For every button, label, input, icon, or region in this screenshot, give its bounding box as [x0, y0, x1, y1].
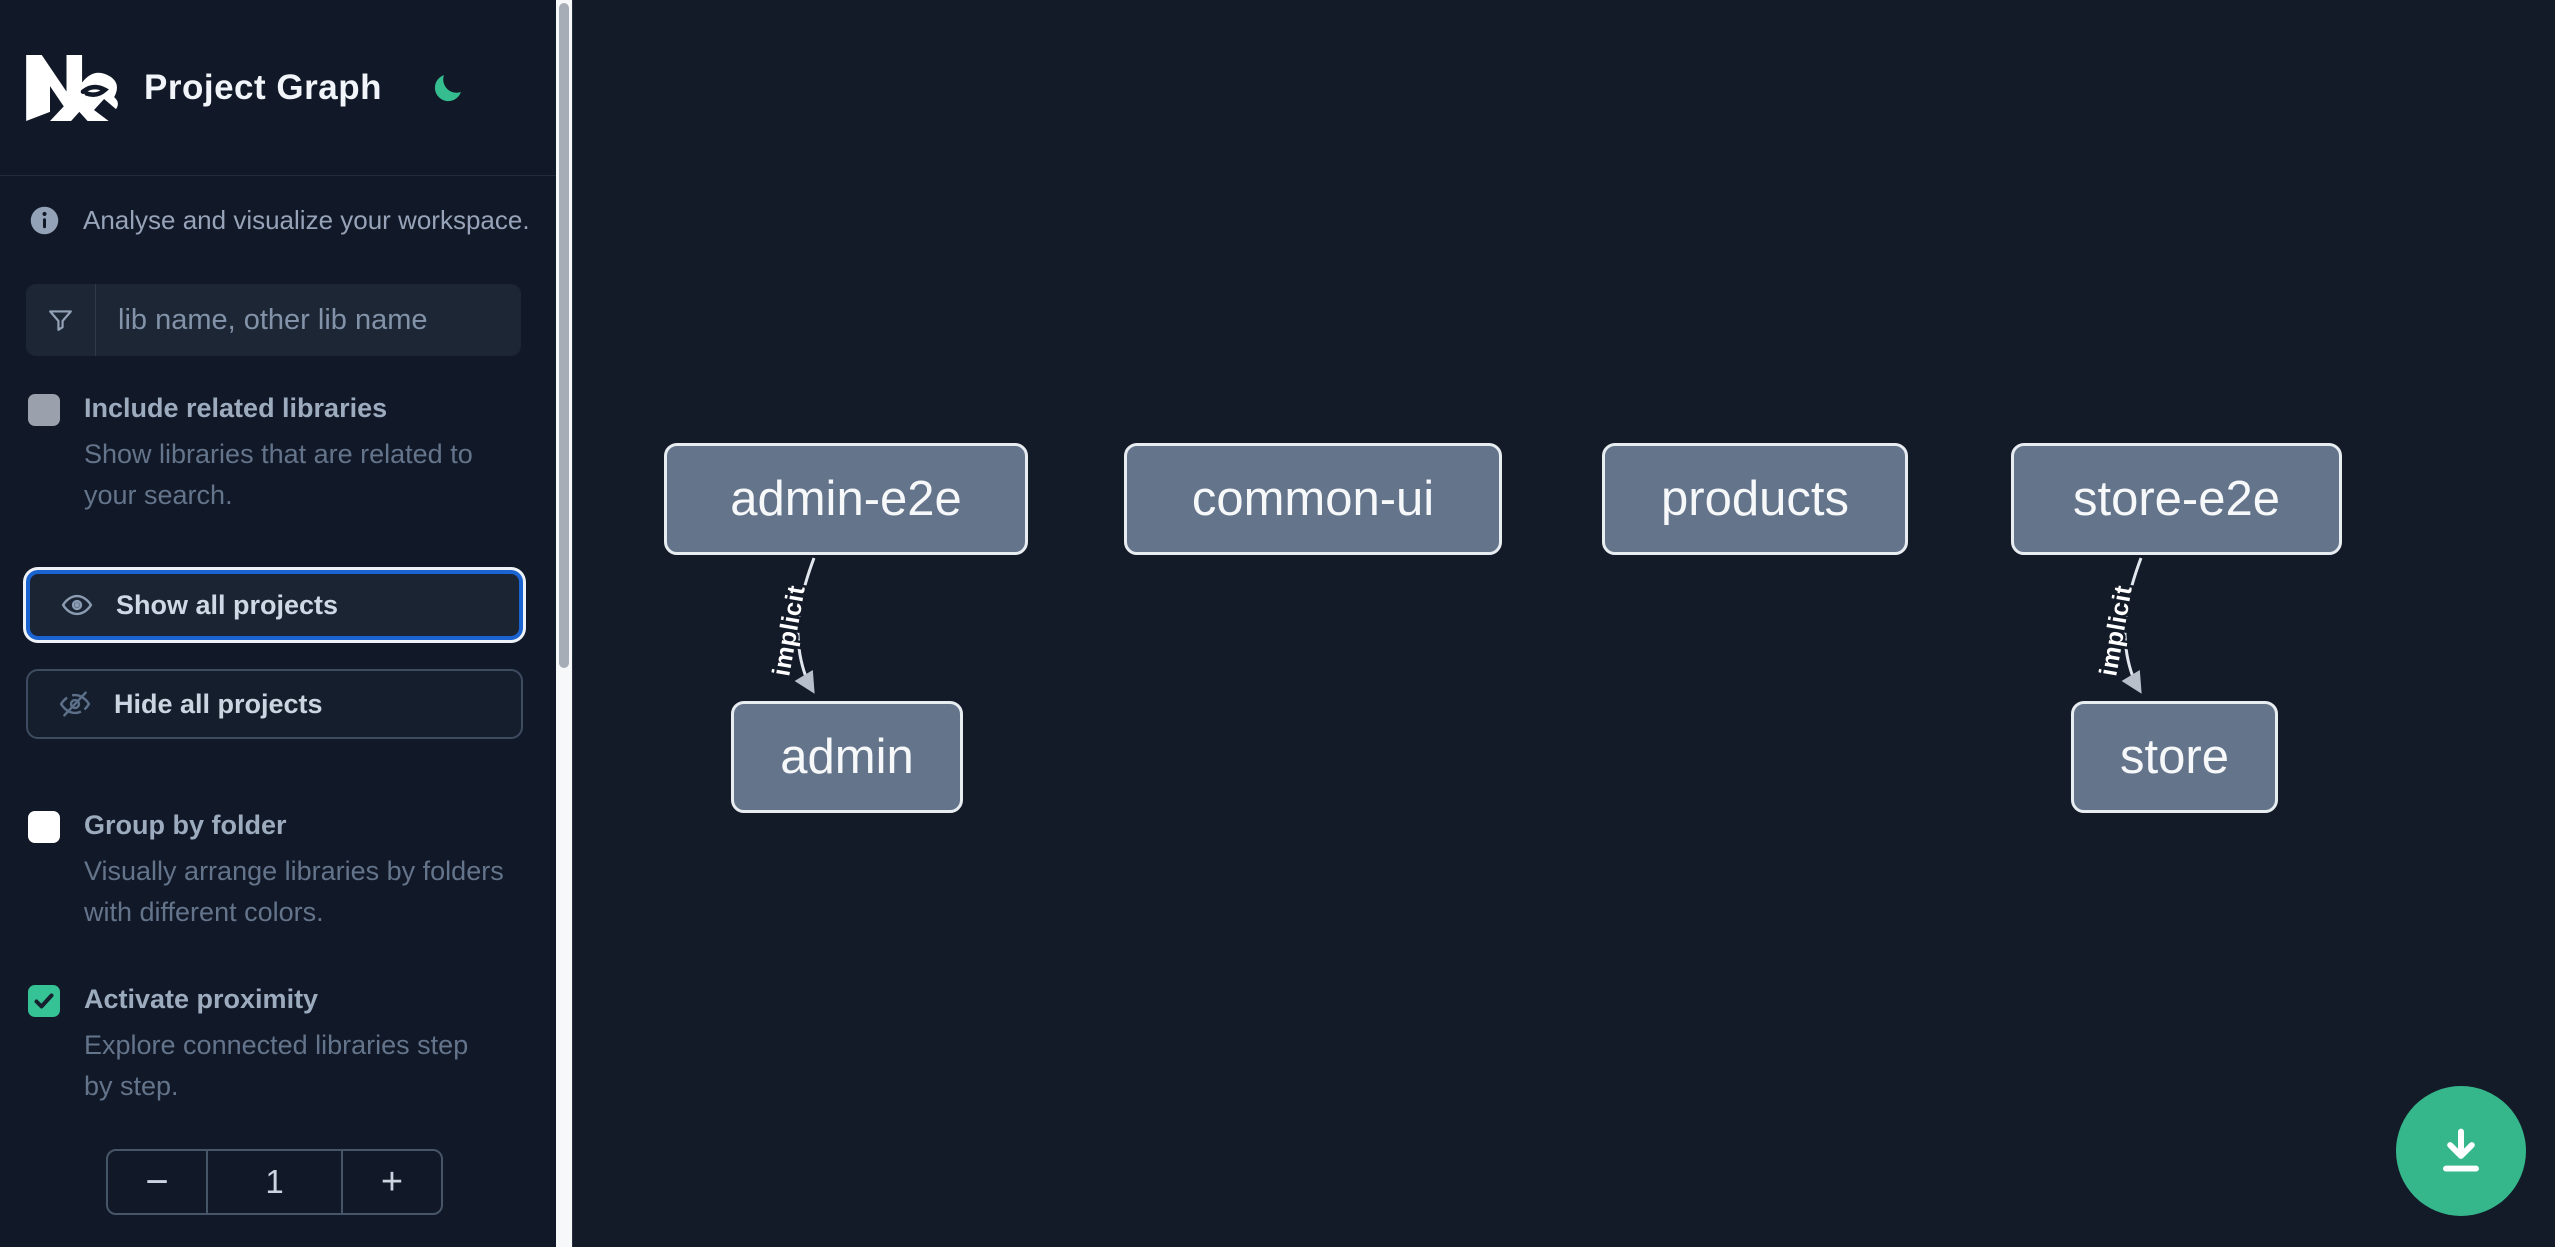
- edge-label-implicit: implicit: [2094, 583, 2137, 678]
- download-icon: [2443, 1128, 2479, 1172]
- activate-proximity-checkbox[interactable]: [28, 985, 60, 1017]
- show-all-projects-label: Show all projects: [116, 589, 339, 620]
- show-all-projects-button[interactable]: Show all projects: [26, 570, 523, 640]
- funnel-icon: [26, 284, 96, 356]
- sidebar-scrollbar-track: [556, 0, 572, 1247]
- group-by-folder-label[interactable]: Group by folder: [84, 810, 287, 840]
- sidebar-header: Project Graph: [0, 0, 556, 176]
- edge-store-e2e-to-store: [2121, 557, 2143, 694]
- option-include-related: Include related libraries Show libraries…: [0, 392, 556, 516]
- sidebar: Project Graph Analyse and visualize your…: [0, 0, 556, 1247]
- graph-node-store-e2e[interactable]: store-e2e: [2011, 443, 2342, 555]
- theme-toggle-button[interactable]: [428, 68, 468, 108]
- moon-icon: [434, 74, 461, 101]
- activate-proximity-label[interactable]: Activate proximity: [84, 984, 319, 1014]
- download-graph-button[interactable]: [2396, 1086, 2526, 1216]
- depth-value[interactable]: 1: [265, 1163, 284, 1200]
- workspace-tagline: Analyse and visualize your workspace.: [0, 176, 556, 237]
- include-related-description: Show libraries that are related to your …: [84, 439, 473, 510]
- hide-all-projects-label: Hide all projects: [114, 688, 323, 719]
- include-related-checkbox[interactable]: [28, 394, 60, 426]
- activate-proximity-description: Explore connected libraries step by step…: [84, 1030, 469, 1101]
- group-by-folder-checkbox[interactable]: [28, 811, 60, 843]
- tagline-text: Analyse and visualize your workspace.: [83, 205, 530, 235]
- nx-logo: [26, 54, 118, 121]
- edge-admin-e2e-to-admin: [794, 557, 816, 694]
- graph-node-store[interactable]: store: [2071, 701, 2278, 813]
- graph-node-admin-e2e[interactable]: admin-e2e: [664, 443, 1028, 555]
- page-title: Project Graph: [144, 67, 382, 107]
- eye-off-icon: [59, 691, 91, 717]
- info-icon: [30, 206, 59, 235]
- option-group-by-folder: Group by folder Visually arrange librari…: [0, 809, 556, 933]
- graph-node-admin[interactable]: admin: [731, 701, 963, 813]
- hide-all-projects-button[interactable]: Hide all projects: [26, 669, 523, 739]
- increment-button[interactable]: +: [341, 1151, 441, 1213]
- filter-search-box: [26, 284, 521, 356]
- eye-icon: [61, 594, 93, 616]
- include-related-label[interactable]: Include related libraries: [84, 393, 388, 423]
- project-graph-canvas[interactable]: implicit implicit admin-e2e common-ui pr…: [572, 0, 2555, 1247]
- graph-node-products[interactable]: products: [1602, 443, 1908, 555]
- group-by-folder-description: Visually arrange libraries by folders wi…: [84, 856, 504, 927]
- graph-node-common-ui[interactable]: common-ui: [1124, 443, 1502, 555]
- graph-edges: implicit implicit: [765, 557, 2143, 694]
- proximity-depth-stepper: − 1 +: [106, 1149, 443, 1215]
- option-activate-proximity: Activate proximity Explore connected lib…: [0, 983, 556, 1107]
- search-input[interactable]: [96, 284, 521, 356]
- decrement-button[interactable]: −: [108, 1151, 208, 1213]
- sidebar-scrollbar-thumb[interactable]: [559, 3, 569, 668]
- edge-label-implicit: implicit: [767, 583, 810, 678]
- check-icon: [34, 993, 54, 1009]
